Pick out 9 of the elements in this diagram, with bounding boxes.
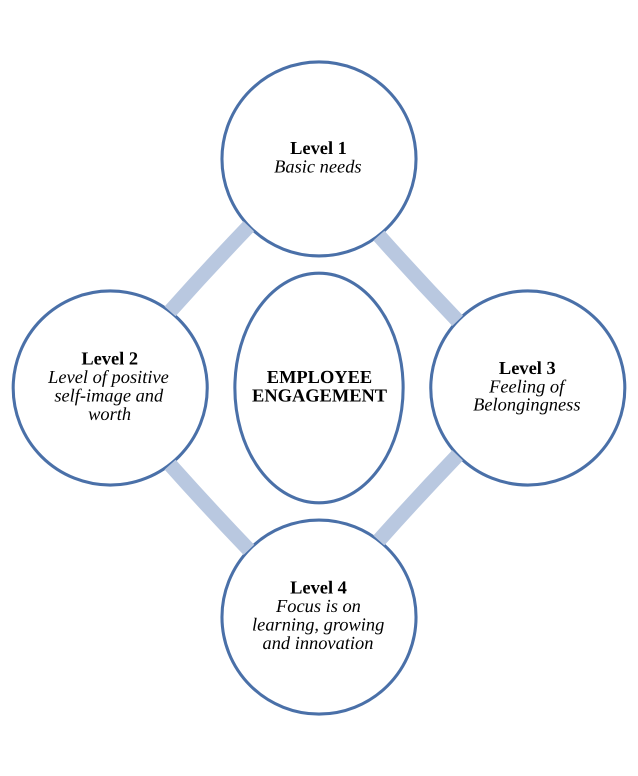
node-circle: Level 1 Basic needs <box>220 60 418 258</box>
connector <box>164 221 254 316</box>
node-ellipse: EMPLOYEE ENGAGEMENT <box>233 272 405 504</box>
connector <box>373 450 463 546</box>
node-circle: Level 3 Feeling of Belongingness <box>429 289 626 487</box>
connector <box>164 460 254 555</box>
node-circle: Level 2 Level of positive self-image and worth <box>12 289 209 487</box>
connector <box>373 230 463 326</box>
node-circle: Level 4 Focus is on learning, growing and innovation <box>220 518 418 716</box>
